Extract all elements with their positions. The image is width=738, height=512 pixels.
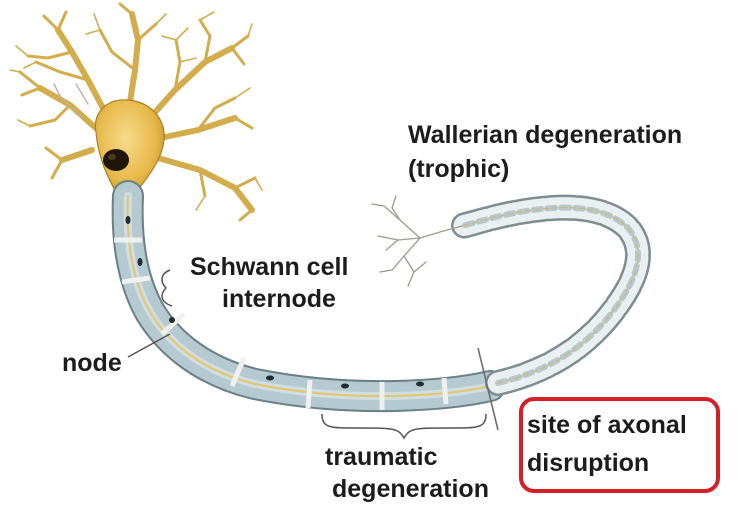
trophic-label: (trophic) (408, 154, 509, 184)
degenerating-segment (462, 208, 638, 383)
wallerian-degeneration-label: Wallerian degeneration (408, 120, 682, 150)
degeneration-label: degeneration (332, 474, 489, 504)
site-of-axonal-label: site of axonal (527, 410, 687, 440)
schwann-cell-label: Schwann cell (190, 252, 348, 282)
node-label: node (62, 348, 122, 378)
internode-label: internode (222, 284, 336, 314)
traumatic-brace (322, 414, 486, 438)
axon-terminals (372, 196, 462, 286)
disruption-label: disruption (527, 448, 649, 478)
traumatic-label: traumatic (325, 442, 438, 472)
nucleus (103, 149, 129, 171)
